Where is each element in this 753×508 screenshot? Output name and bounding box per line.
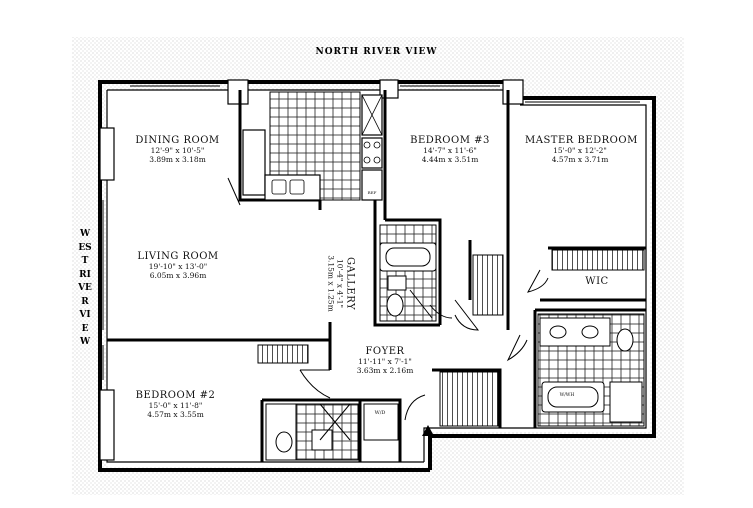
- room-living: LIVING ROOM 19'-10" x 13'-0" 6.05m x 3.9…: [128, 251, 228, 280]
- columns: [99, 79, 524, 461]
- room-wic: WIC: [585, 276, 609, 287]
- bath2-fixtures: [265, 403, 399, 461]
- kitchen-details: [271, 94, 383, 195]
- room-dim-metric: 3.63m x 2.16m: [356, 366, 414, 375]
- room-dim-metric: 6.05m x 3.96m: [149, 271, 207, 280]
- room-bedroom3: BEDROOM #3 14'-7" x 11'-6" 4.44m x 3.51m: [405, 135, 495, 164]
- room-dim-imperial: 10'-4" x 4'-1": [335, 259, 345, 308]
- room-master: MASTER BEDROOM 15'-0" x 12'-2" 4.57m x 3…: [525, 135, 638, 164]
- room-name: MASTER BEDROOM: [525, 135, 638, 146]
- water-heater-label: W/WH: [559, 393, 575, 398]
- master-bath-fixtures: [539, 317, 643, 423]
- room-dim-metric: 3.89m x 3.18m: [149, 155, 206, 164]
- room-name: GALLERY: [344, 256, 356, 311]
- room-dim-metric: 4.57m x 3.55m: [147, 410, 204, 419]
- room-name: FOYER: [365, 346, 405, 357]
- room-name: BEDROOM #3: [410, 135, 490, 146]
- room-dim-imperial: 12'-9" x 10'-5": [150, 146, 205, 155]
- room-dim-imperial: 14'-7" x 11'-6": [423, 146, 477, 155]
- interior-walls: [107, 90, 646, 462]
- room-name: LIVING ROOM: [137, 251, 219, 262]
- windows: [102, 85, 640, 380]
- side-label: WEST RIVER VIEW: [78, 229, 92, 347]
- room-dim-imperial: 11'-11" x 7'-1": [358, 357, 412, 366]
- washer-dryer-label: W/D: [374, 410, 386, 416]
- room-dim-imperial: 15'-0" x 11'-8": [148, 401, 203, 410]
- room-dining: DINING ROOM 12'-9" x 10'-5" 3.89m x 3.18…: [130, 135, 225, 164]
- room-name: DINING ROOM: [135, 135, 220, 146]
- room-dim-imperial: 19'-10" x 13'-0": [148, 262, 208, 271]
- ref-label: REF: [367, 190, 377, 195]
- outer-walls: [98, 80, 656, 472]
- room-dim-imperial: 15'-0" x 12'-2": [553, 146, 607, 155]
- door-swings: [227, 177, 549, 421]
- closets: [257, 249, 645, 427]
- room-name: BEDROOM #2: [135, 390, 216, 401]
- page-title: NORTH RIVER VIEW: [315, 47, 438, 57]
- room-foyer: FOYER 11'-11" x 7'-1" 3.63m x 2.16m: [340, 346, 430, 375]
- inner-wall-lines: [106, 89, 647, 463]
- room-gallery: GALLERY 10'-4" x 4'-1" 3.15m x 1.25m: [327, 239, 356, 329]
- room-dim-metric: 4.57m x 3.71m: [551, 155, 609, 164]
- room-dim-metric: 3.15m x 1.25m: [326, 255, 336, 312]
- room-dim-metric: 4.44m x 3.51m: [421, 155, 479, 164]
- room-bedroom2: BEDROOM #2 15'-0" x 11'-8" 4.57m x 3.55m: [128, 390, 223, 419]
- bath3-fixtures: [379, 242, 437, 317]
- entry-arrow-icon: [422, 425, 434, 436]
